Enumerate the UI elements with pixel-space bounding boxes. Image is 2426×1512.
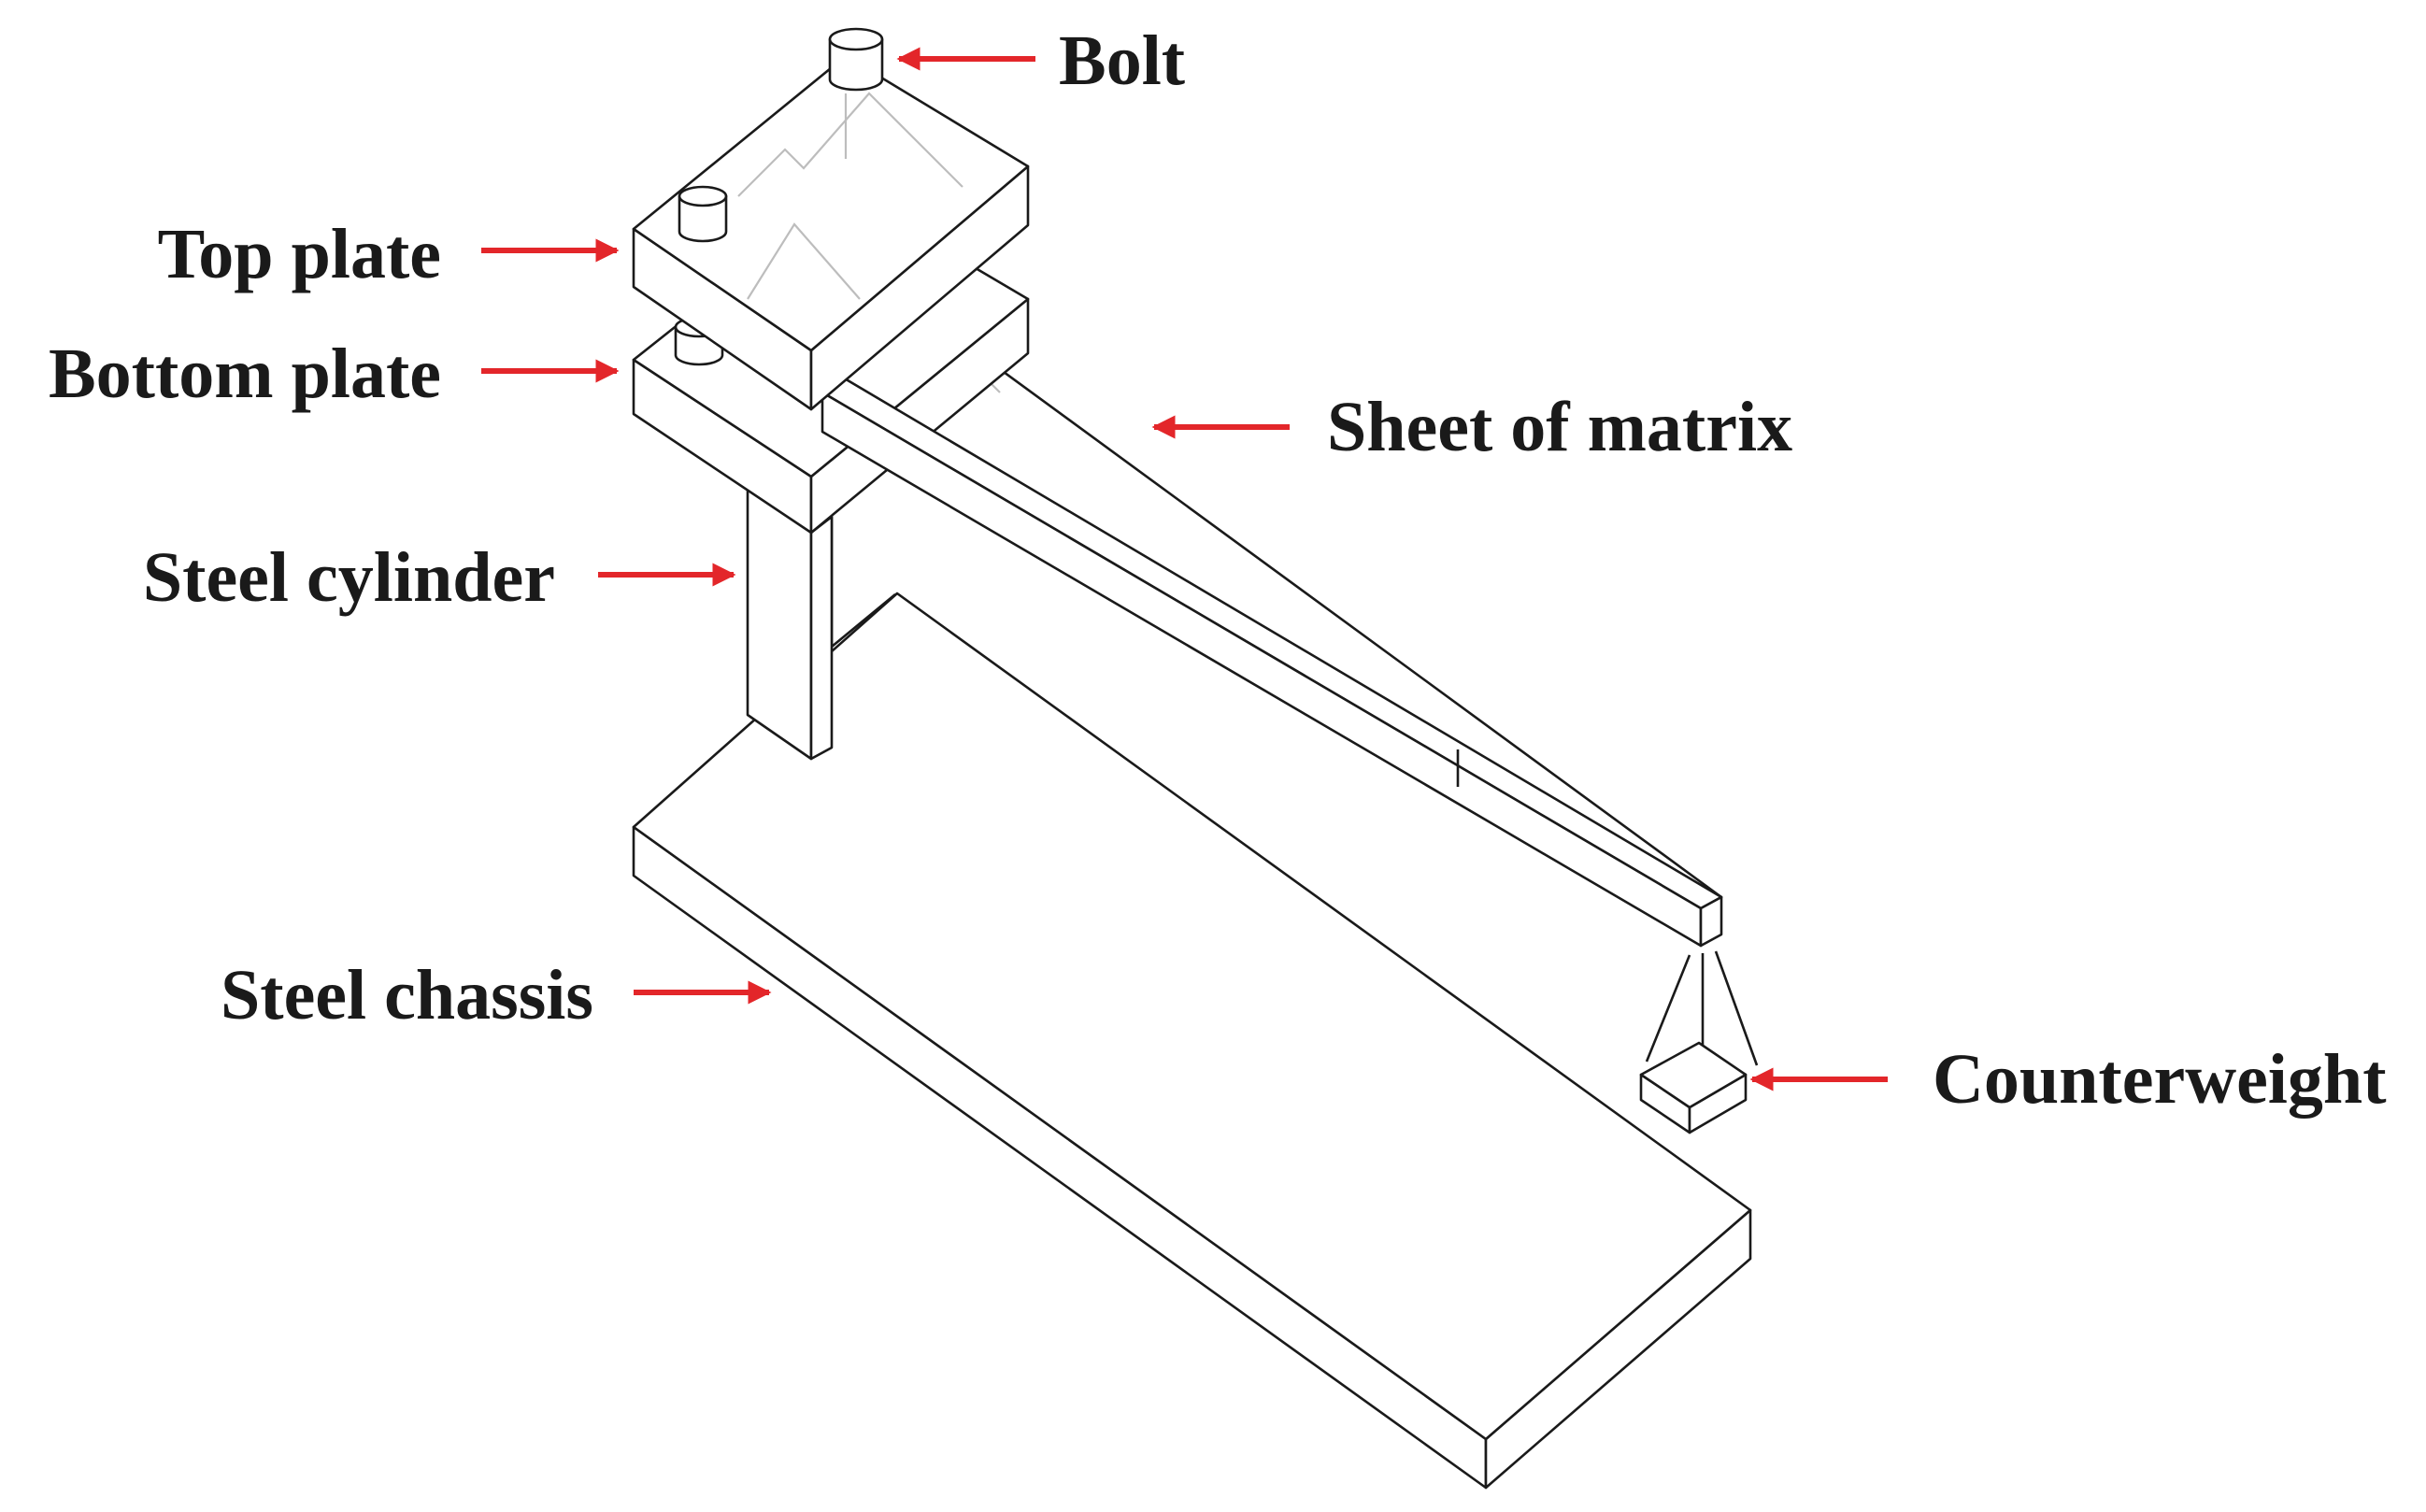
counterweight xyxy=(1639,950,1759,1134)
label-bolt: Bolt xyxy=(1059,21,1185,100)
counterweight-string-right xyxy=(1714,950,1759,1066)
top-plate-hidden-lines-2 xyxy=(747,222,861,300)
steel-cylinder xyxy=(746,479,896,761)
label-bottom-plate: Bottom plate xyxy=(49,335,441,413)
counterweight-string-left xyxy=(1645,954,1691,1063)
bolt-top-right xyxy=(828,27,884,92)
label-steel-cylinder: Steel cylinder xyxy=(143,538,555,617)
cantilever-arm xyxy=(821,376,1723,948)
label-top-plate: Top plate xyxy=(158,215,441,293)
top-plate-top-face xyxy=(632,54,1030,352)
arm-end-face xyxy=(1699,895,1723,948)
top-plate xyxy=(632,54,1030,411)
bolt-top-left xyxy=(678,185,728,243)
cylinder-chassis-joint xyxy=(831,592,896,649)
indicator-arrows xyxy=(481,47,1888,1091)
label-counterweight: Counterweight xyxy=(1933,1040,2387,1119)
label-steel-chassis: Steel chassis xyxy=(221,956,593,1034)
top-plate-hidden-lines xyxy=(737,92,963,197)
cylinder-right-face xyxy=(809,515,834,761)
label-sheet-of-matrix: Sheet of matrix xyxy=(1327,388,1792,466)
counterweight-top-face xyxy=(1639,1041,1748,1109)
labels: Bolt Top plate Bottom plate Sheet of mat… xyxy=(49,21,2387,1119)
